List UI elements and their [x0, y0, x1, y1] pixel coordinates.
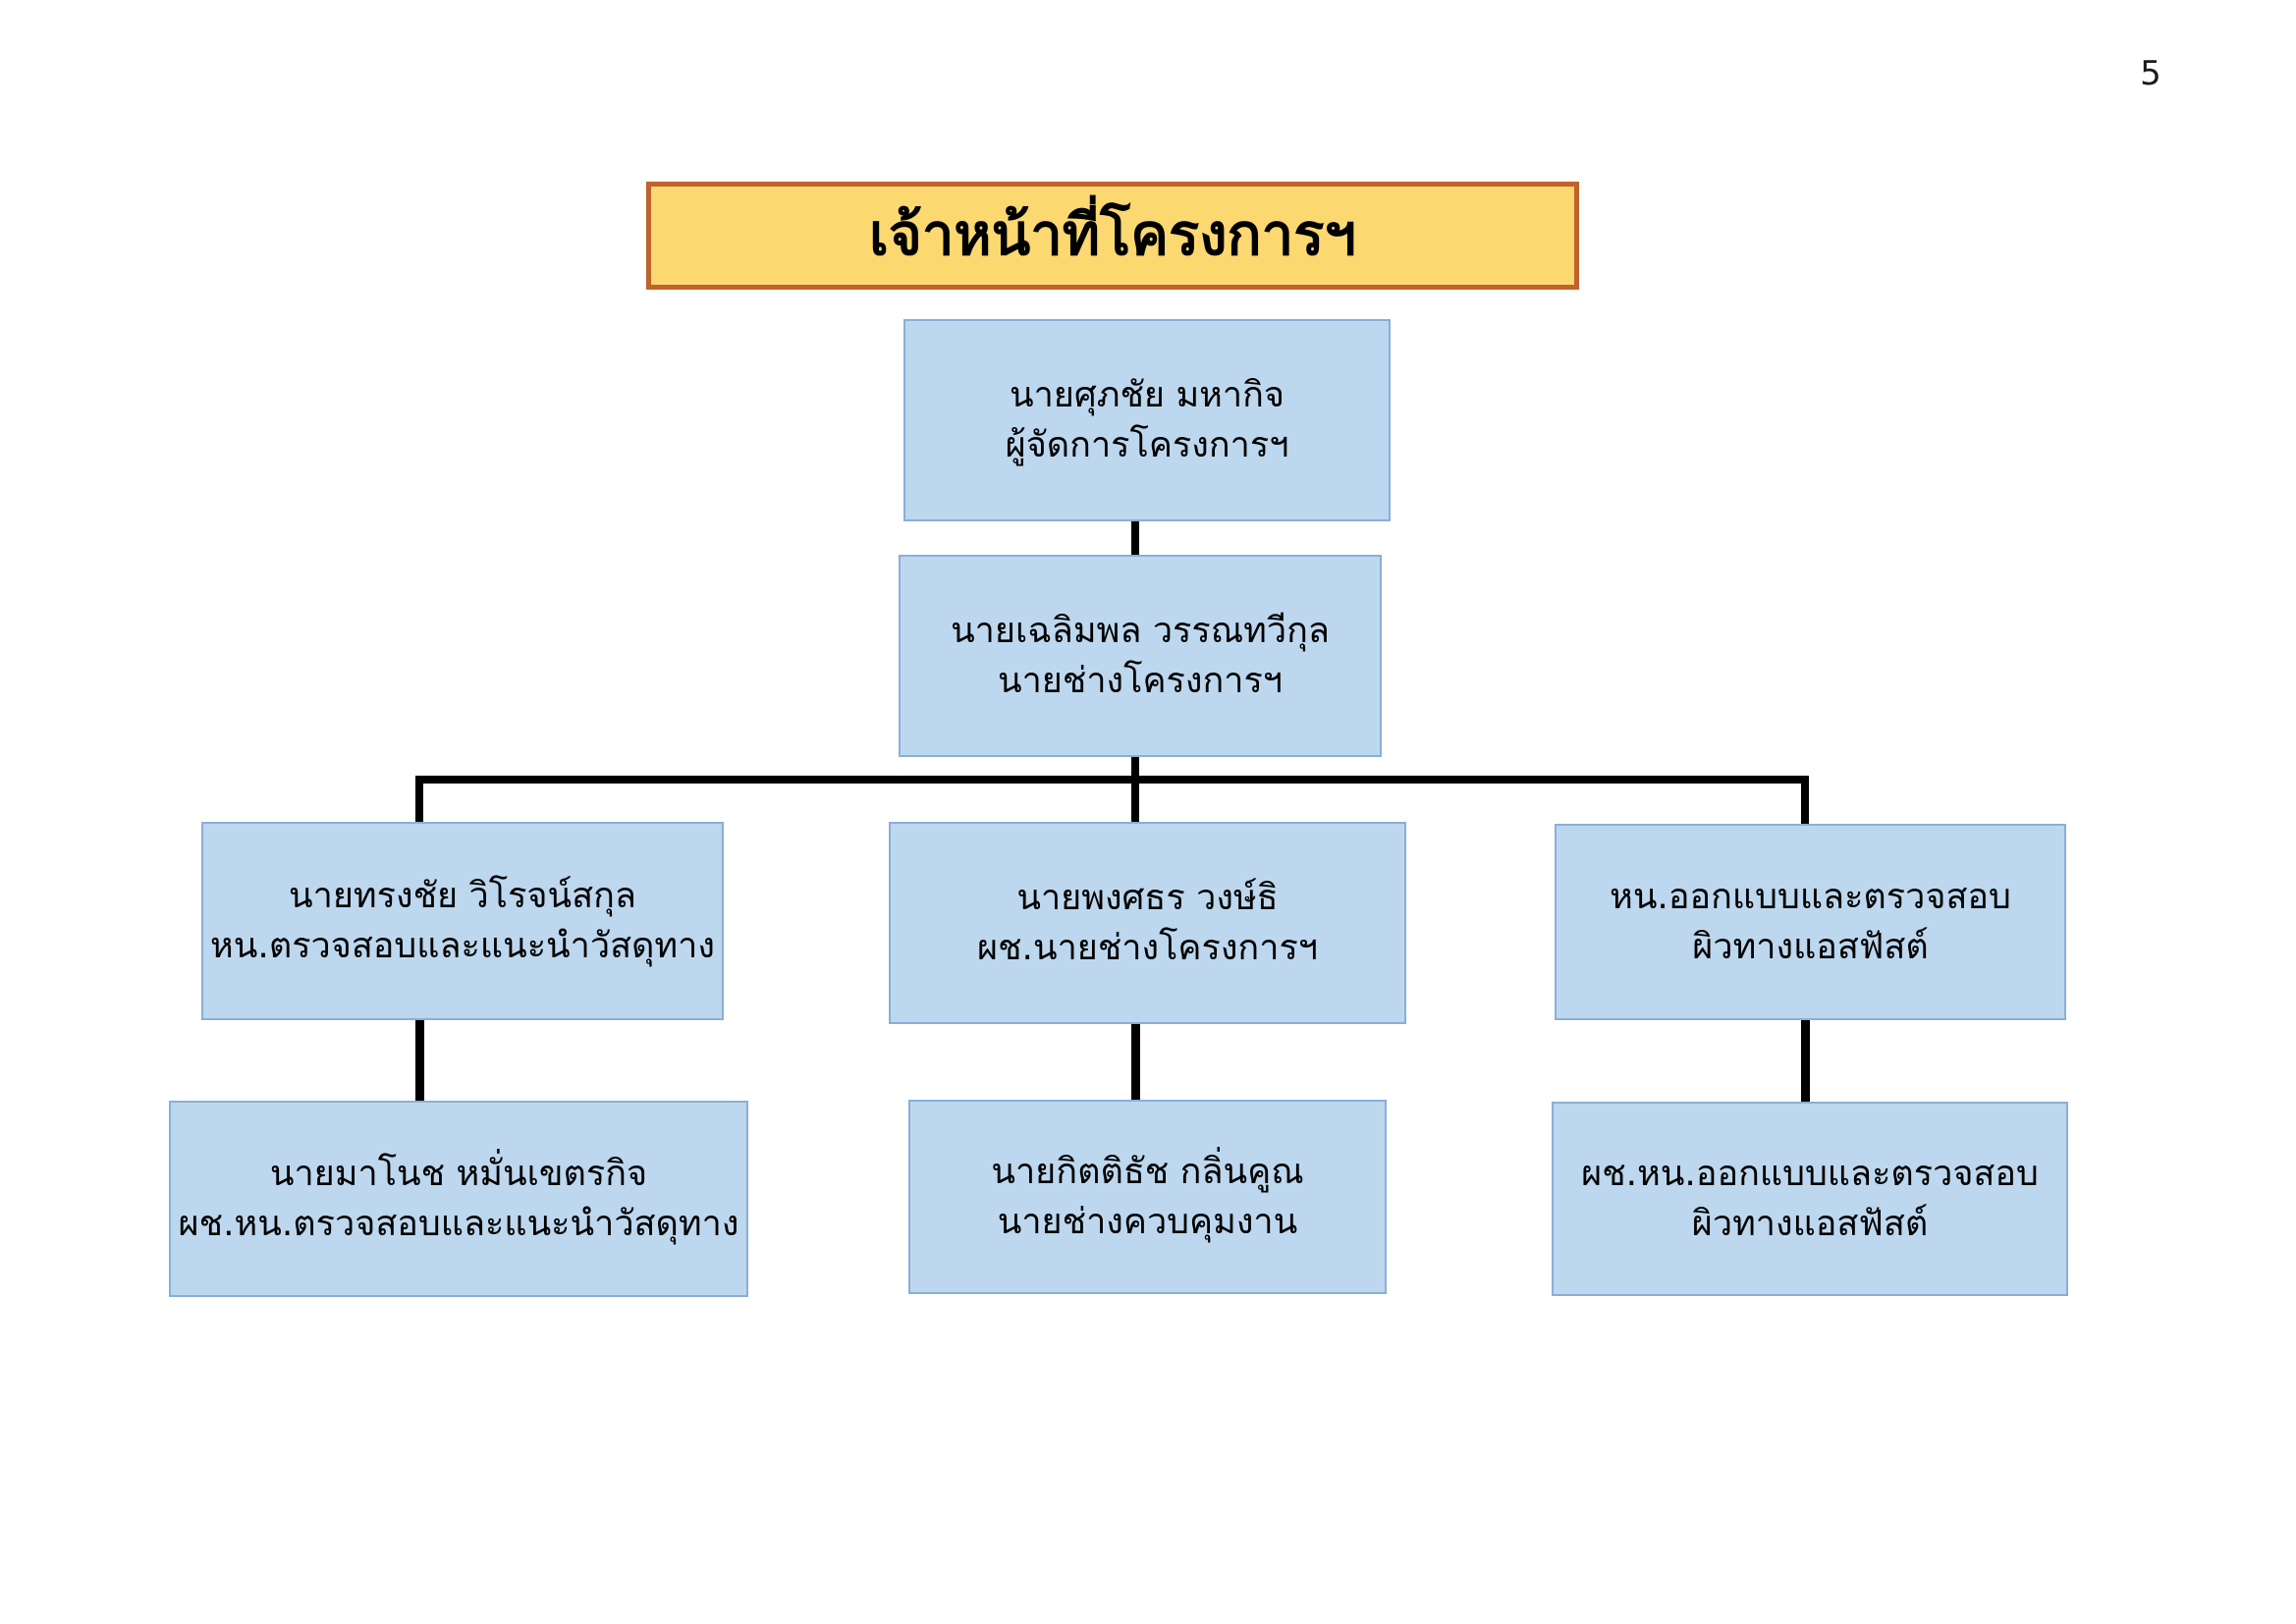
org-box-work-control-engineer: นายกิตติธัช กลิ่นคูณ นายช่างควบคุมงาน — [908, 1100, 1387, 1294]
person-role: หน.ตรวจสอบและแนะนำวัสดุทาง — [210, 926, 715, 966]
role-line-1: ผช.หน.ออกแบบและตรวจสอบ — [1581, 1153, 2039, 1194]
person-role: ผช.หน.ตรวจสอบและแนะนำวัสดุทาง — [178, 1204, 739, 1244]
connector-drop-right — [1801, 776, 1809, 824]
person-name: นายเฉลิมพล วรรณทวีกุล — [951, 610, 1330, 651]
connector-manager-engineer — [1131, 520, 1139, 556]
page-number: 5 — [2140, 54, 2161, 93]
connector-drop-left — [415, 776, 423, 822]
connector-engineer-supervisor — [1131, 1024, 1140, 1100]
chart-title-box: เจ้าหน้าที่โครงการฯ — [646, 182, 1579, 290]
person-role: ผู้จัดการโครงการฯ — [1005, 425, 1289, 465]
org-box-asphalt-design-head: หน.ออกแบบและตรวจสอบ ผิวทางแอสฟัสต์ — [1555, 824, 2066, 1020]
role-line-1: หน.ออกแบบและตรวจสอบ — [1610, 876, 2011, 917]
person-name: นายมาโนช หมั่นเขตรกิจ — [269, 1153, 648, 1194]
org-box-materials-inspection-assistant: นายมาโนช หมั่นเขตรกิจ ผช.หน.ตรวจสอบและแน… — [169, 1101, 748, 1297]
org-box-asphalt-design-assistant: ผช.หน.ออกแบบและตรวจสอบ ผิวทางแอสฟัสต์ — [1552, 1102, 2068, 1296]
person-name: นายทรงชัย วิโรจน์สกุล — [289, 875, 636, 916]
person-name: นายพงศธร วงษ์ธิ — [1016, 877, 1279, 918]
role-line-2: ผิวทางแอสฟัสต์ — [1692, 927, 1929, 967]
connector-engineer-drop — [1131, 757, 1139, 822]
person-name: นายกิตติธัช กลิ่นคูณ — [991, 1151, 1304, 1192]
person-role: นายช่างควบคุมงาน — [997, 1202, 1298, 1242]
org-box-materials-inspection-head: นายทรงชัย วิโรจน์สกุล หน.ตรวจสอบและแนะนำ… — [201, 822, 724, 1020]
person-name: นายศุภชัย มหากิจ — [1009, 374, 1285, 415]
connector-horizontal-bar — [415, 776, 1809, 784]
connector-materials-head-assistant — [415, 1020, 424, 1101]
org-box-project-engineer: นายเฉลิมพล วรรณทวีกุล นายช่างโครงการฯ — [899, 555, 1382, 757]
connector-design-head-assistant — [1801, 1020, 1810, 1102]
person-role: ผช.นายช่างโครงการฯ — [976, 928, 1318, 968]
role-line-2: ผิวทางแอสฟัสต์ — [1691, 1204, 1929, 1244]
org-box-assistant-project-engineer: นายพงศธร วงษ์ธิ ผช.นายช่างโครงการฯ — [889, 822, 1406, 1024]
chart-title: เจ้าหน้าที่โครงการฯ — [869, 201, 1356, 269]
org-box-project-manager: นายศุภชัย มหากิจ ผู้จัดการโครงการฯ — [903, 319, 1391, 521]
person-role: นายช่างโครงการฯ — [997, 661, 1284, 701]
